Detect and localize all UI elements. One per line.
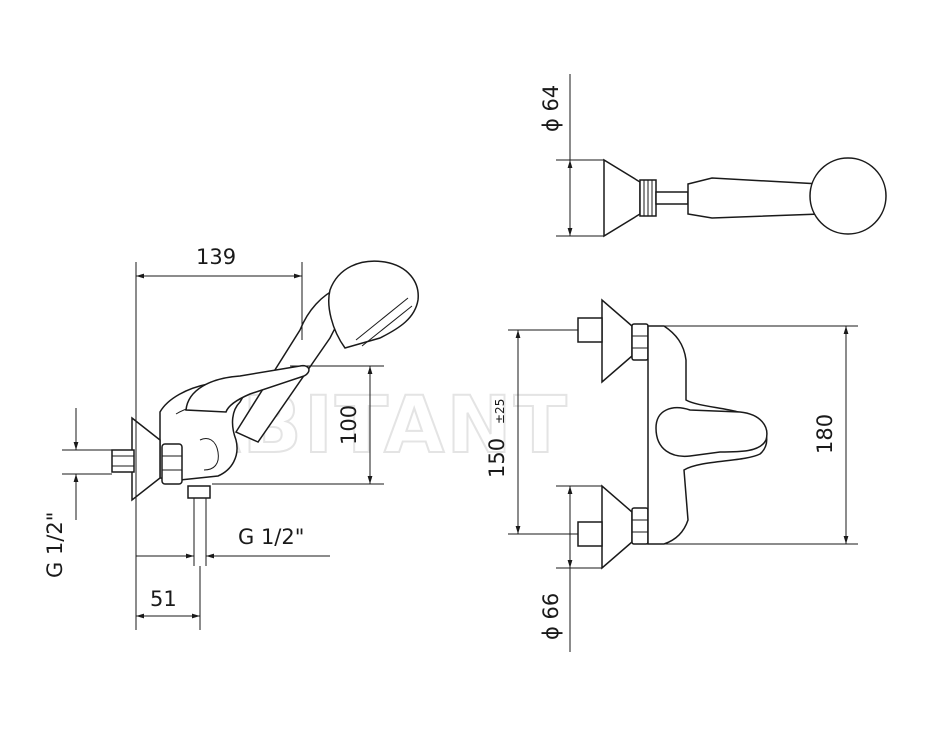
lever-front (655, 407, 768, 458)
side-view: 139 100 G 1/2" G 1/2" 51 (43, 245, 419, 630)
lever (185, 364, 310, 413)
shower-handle-top (687, 177, 821, 219)
outlet-nut (187, 485, 211, 499)
dim-height-100: 100 (337, 405, 361, 445)
lower-inlet (577, 521, 603, 547)
upper-union (631, 323, 649, 361)
dim-width-139: 139 (196, 245, 236, 269)
shower-head-top (809, 157, 887, 235)
dim-thread-left: G 1/2" (43, 512, 67, 578)
lower-union (631, 507, 649, 545)
dim-centers-150: 150 (485, 438, 509, 478)
upper-inlet (577, 317, 603, 343)
hand-shower-head (328, 260, 419, 349)
dim-centers-tolerance: ±25 (493, 399, 507, 424)
wall-bracket (603, 158, 641, 238)
dim-diameter-64: ϕ 64 (539, 85, 563, 132)
front-view: 150 ±25 180 ϕ 66 (485, 298, 858, 652)
bracket-arm (655, 191, 689, 205)
union-ring (161, 443, 183, 485)
upper-flange (601, 298, 633, 384)
dim-offset-51: 51 (150, 587, 177, 611)
inlet-nut (111, 449, 135, 473)
dim-thread-bottom: G 1/2" (238, 525, 304, 549)
dim-diameter-66: ϕ 66 (539, 593, 563, 640)
lower-flange (601, 484, 633, 570)
top-view: ϕ 64 (539, 74, 887, 238)
dim-height-180: 180 (813, 414, 837, 454)
